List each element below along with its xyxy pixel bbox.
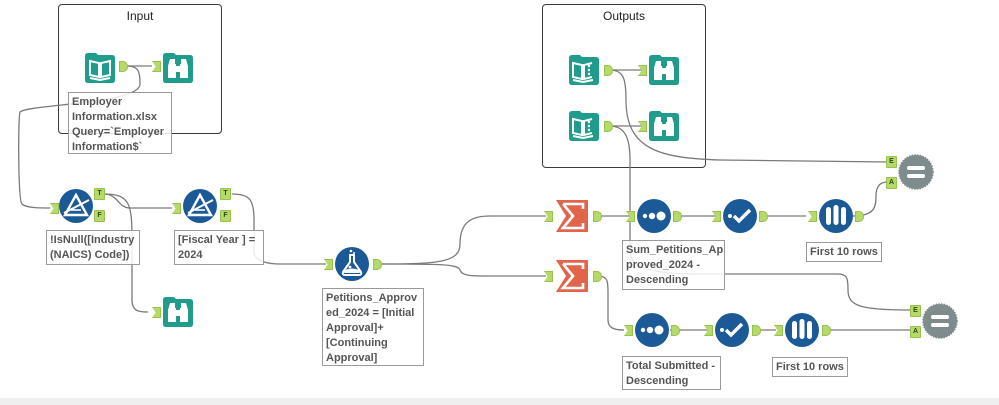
compare-2-expected-anchor[interactable]: E — [910, 305, 921, 317]
filter-industry-tool[interactable] — [58, 188, 94, 224]
binoculars-icon — [649, 111, 679, 141]
summarize-1-output-anchor[interactable] — [593, 211, 602, 222]
sort-1-input-anchor[interactable] — [626, 211, 635, 222]
input-container-title: Input — [126, 9, 154, 23]
output-data-1-anchor[interactable] — [604, 65, 613, 76]
sort-tool-2[interactable] — [634, 312, 670, 348]
sort-1-annotation: Sum_Petitions_Ap proved_2024 - Descendin… — [622, 240, 725, 290]
wire-filter1-true-to-filter2 — [103, 193, 172, 209]
formula-input-anchor[interactable] — [324, 259, 333, 270]
sample-2-output-anchor[interactable] — [822, 325, 831, 336]
test-tubes-icon — [819, 199, 853, 233]
select-check-icon — [715, 313, 749, 347]
output-data-tool-2[interactable] — [566, 108, 602, 144]
wire-formula-to-summarize1 — [381, 215, 546, 265]
summarize-tool-1[interactable] — [554, 198, 590, 234]
sample-tool-2[interactable] — [784, 312, 820, 348]
select-1-input-anchor[interactable] — [712, 211, 721, 222]
sort-2-input-anchor[interactable] — [624, 325, 633, 336]
sigma-icon — [556, 200, 588, 232]
select-1-output-anchor[interactable] — [759, 211, 768, 222]
browse-tool[interactable] — [160, 50, 196, 86]
browse-filter-tool[interactable] — [160, 294, 196, 330]
sort-2-annotation: Total Submitted - Descending — [622, 356, 721, 390]
sort-tool-1[interactable] — [636, 198, 672, 234]
formula-tool[interactable] — [334, 246, 370, 282]
browse-output-tool-1[interactable] — [646, 52, 682, 88]
input-data-annotation: Employer Information.xlsx Query=`Employe… — [68, 92, 172, 154]
sigma-icon — [556, 260, 588, 292]
test-tubes-icon — [785, 313, 819, 347]
output-data-tool-1[interactable] — [566, 52, 602, 88]
canvas-bottom-bar — [0, 398, 999, 405]
book-icon — [85, 53, 115, 83]
filter-year-annotation: [Fiscal Year ] = 2024 — [174, 230, 264, 265]
sample-tool-1[interactable] — [818, 198, 854, 234]
binoculars-icon — [163, 53, 193, 83]
wire-summarize2-to-sort2 — [597, 275, 625, 331]
sample-1-output-anchor[interactable] — [855, 211, 864, 222]
output-data-2-anchor[interactable] — [604, 121, 613, 132]
summarize-tool-2[interactable] — [554, 258, 590, 294]
input-data-tool[interactable] — [82, 50, 118, 86]
select-tool-1[interactable] — [722, 198, 758, 234]
compare-1-expected-anchor[interactable]: E — [886, 156, 897, 168]
filter-icon — [183, 189, 217, 223]
filter-industry-annotation: !IsNull([Industry (NAICS) Code]) — [46, 230, 140, 265]
equals-gear-icon — [922, 303, 958, 339]
outputs-container-title: Outputs — [602, 9, 646, 23]
browse-output-tool-2[interactable] — [646, 108, 682, 144]
select-2-input-anchor[interactable] — [704, 325, 713, 336]
filter-year-true-anchor[interactable]: T — [220, 188, 231, 200]
compare-2-actual-anchor[interactable]: A — [910, 326, 921, 338]
equals-gear-icon — [898, 154, 934, 190]
filter-year-input-anchor[interactable] — [172, 203, 181, 214]
sample-1-annotation: First 10 rows — [806, 242, 882, 262]
filter-icon — [59, 189, 93, 223]
input-data-output-anchor[interactable] — [119, 61, 128, 72]
sample-1-input-anchor[interactable] — [808, 211, 817, 222]
filter-year-tool[interactable] — [182, 188, 218, 224]
formula-output-anchor[interactable] — [373, 259, 382, 270]
filter-industry-false-anchor[interactable]: F — [94, 210, 105, 222]
select-tool-2[interactable] — [714, 312, 750, 348]
compare-1-actual-anchor[interactable]: A — [886, 177, 897, 189]
sort-icon — [637, 199, 671, 233]
sample-2-input-anchor[interactable] — [774, 325, 783, 336]
select-check-icon — [723, 199, 757, 233]
summarize-1-input-anchor[interactable] — [544, 211, 553, 222]
select-2-output-anchor[interactable] — [752, 325, 761, 336]
wire-formula-to-summarize2 — [381, 263, 546, 277]
formula-annotation: Petitions_Approv ed_2024 = [Initial Appr… — [322, 288, 424, 366]
sort-1-output-anchor[interactable] — [673, 211, 682, 222]
flask-icon — [335, 247, 369, 281]
summarize-2-input-anchor[interactable] — [544, 271, 553, 282]
summarize-2-output-anchor[interactable] — [593, 271, 602, 282]
sample-2-annotation: First 10 rows — [772, 357, 848, 377]
output-book-icon — [569, 111, 599, 141]
expect-equal-tool-2[interactable] — [922, 303, 958, 339]
output-book-icon — [569, 55, 599, 85]
sort-2-output-anchor[interactable] — [671, 325, 680, 336]
expect-equal-tool-1[interactable] — [898, 154, 934, 190]
filter-industry-true-anchor[interactable]: T — [94, 188, 105, 200]
sort-icon — [635, 313, 669, 347]
binoculars-icon — [163, 297, 193, 327]
binoculars-icon — [649, 55, 679, 85]
filter-year-false-anchor[interactable]: F — [220, 210, 231, 222]
